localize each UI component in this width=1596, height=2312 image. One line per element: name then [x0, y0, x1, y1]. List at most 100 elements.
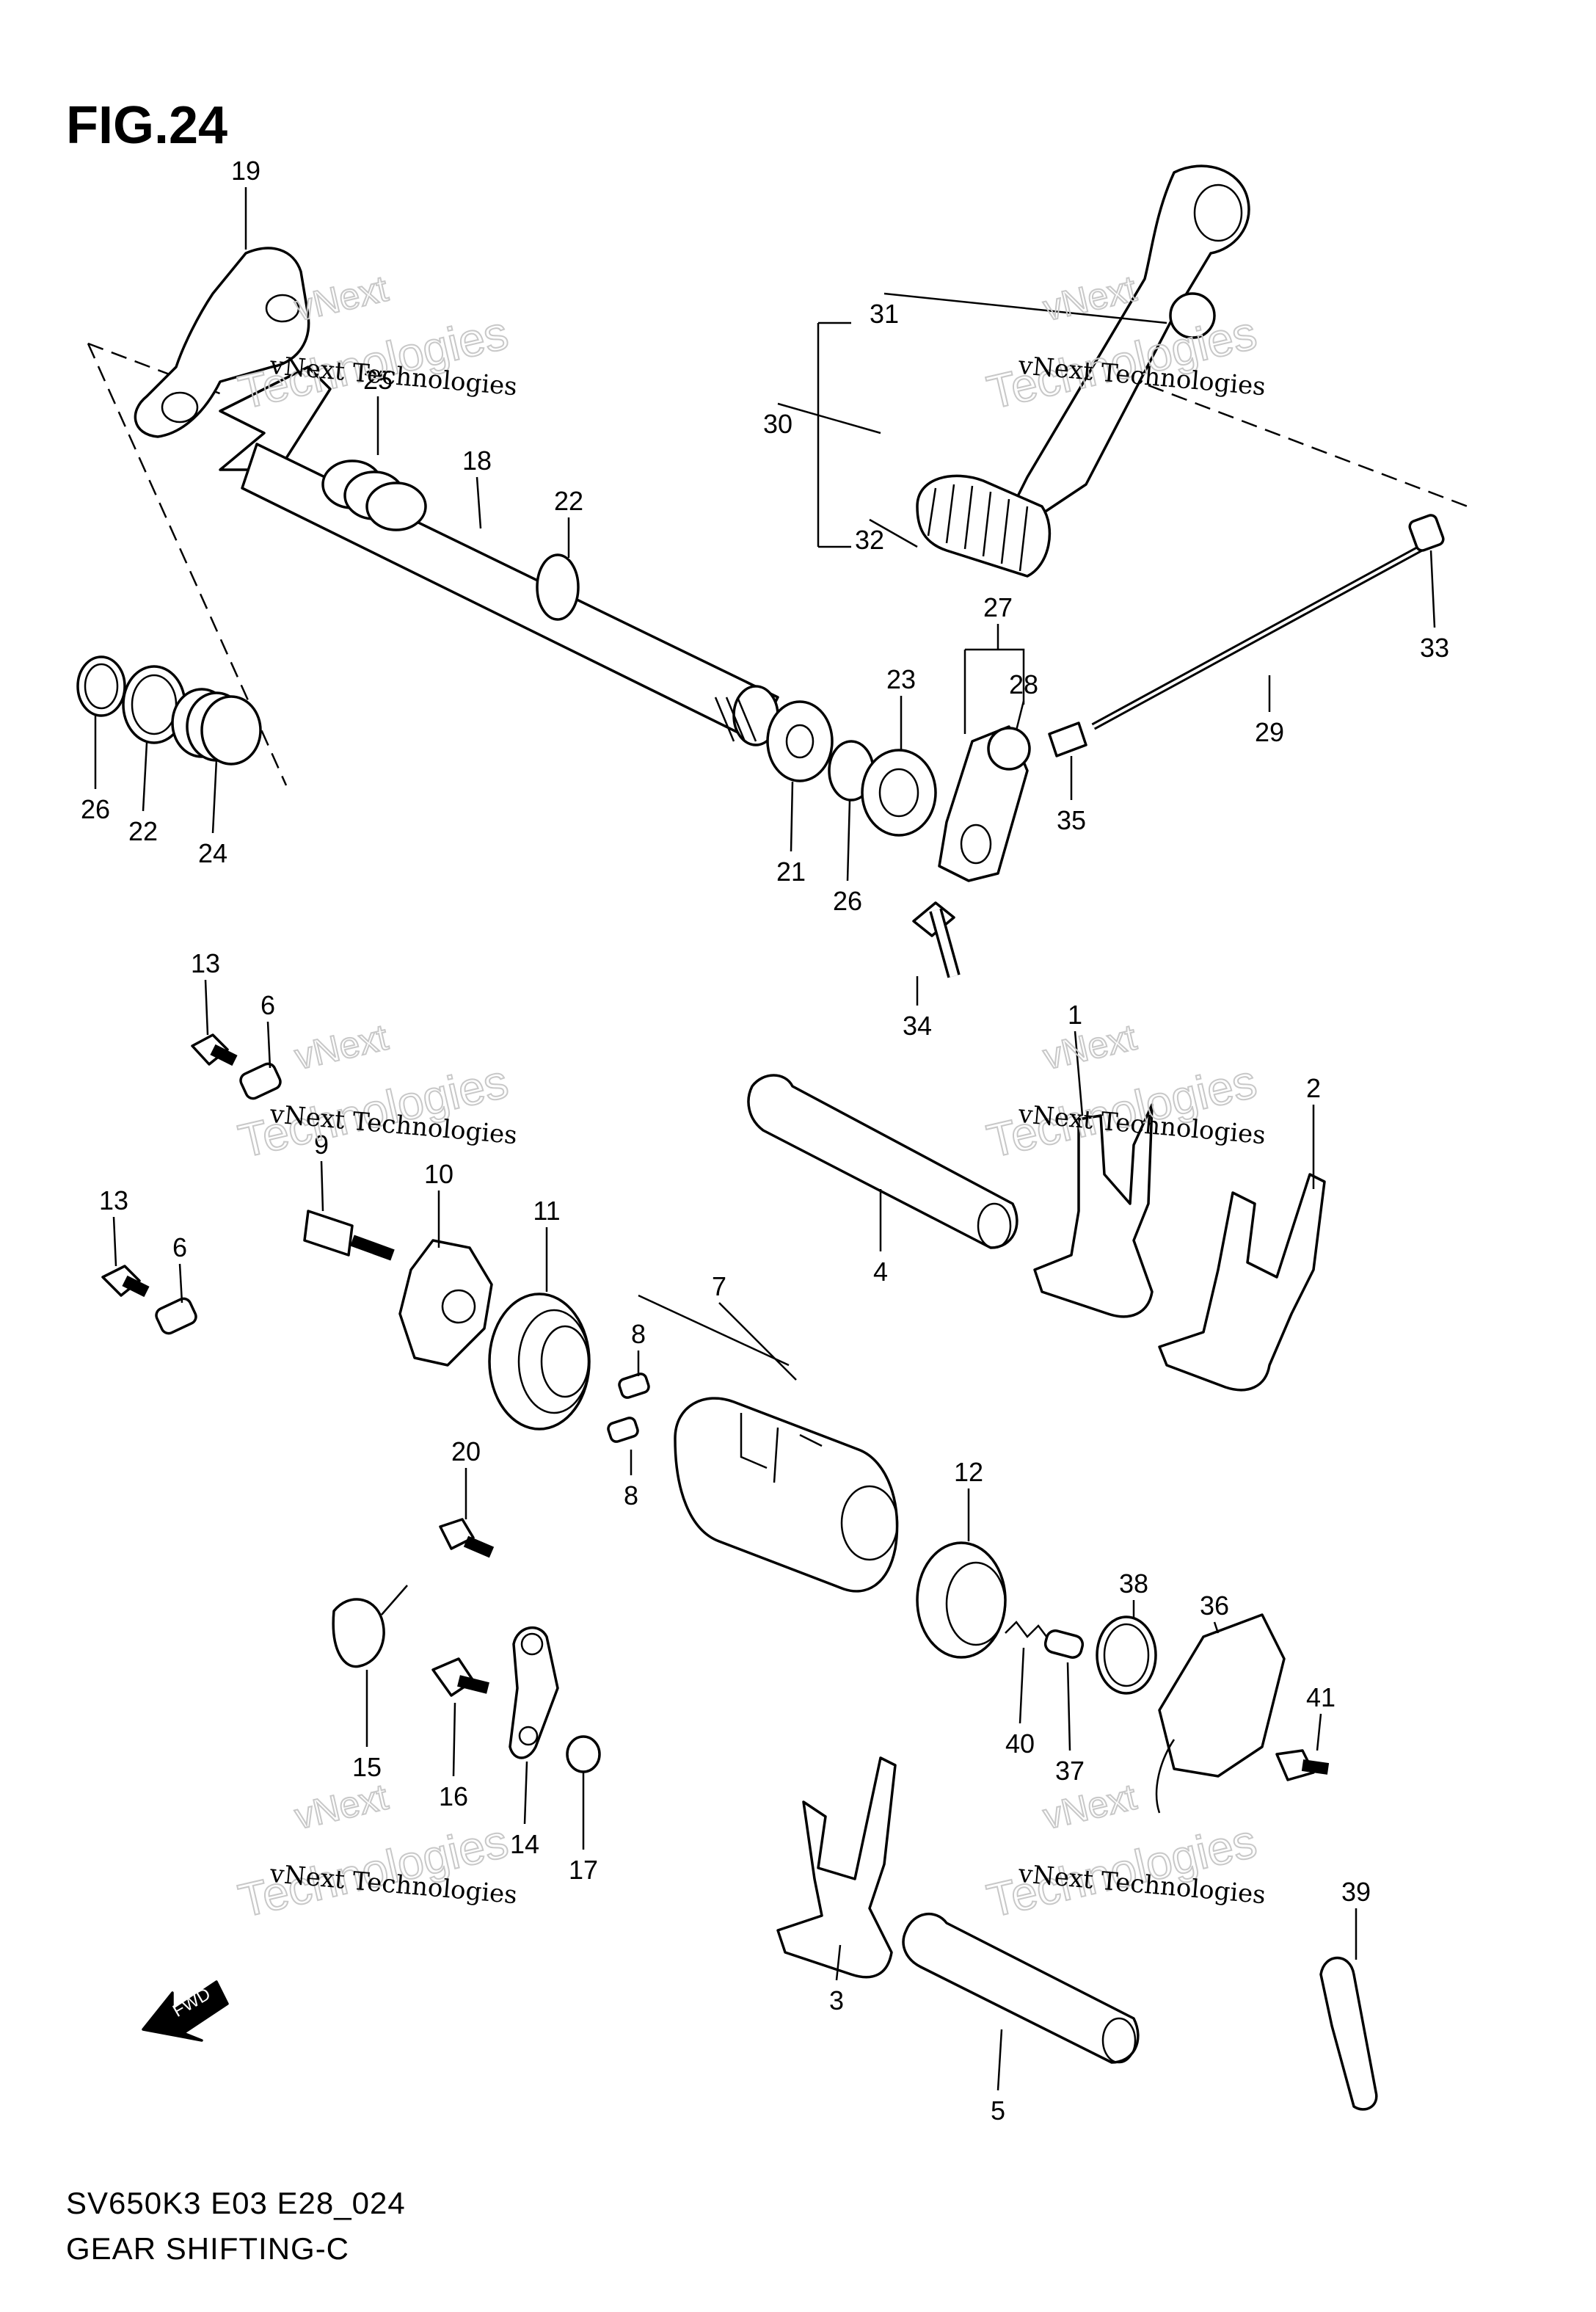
callout-label: 8 — [631, 1319, 646, 1349]
callout-label: 2 — [1306, 1073, 1321, 1103]
leader-line — [1015, 700, 1025, 731]
leader-line — [1316, 1713, 1322, 1751]
callout-label: 34 — [903, 1011, 932, 1041]
figure-title: FIG.24 — [66, 96, 228, 155]
callout-label: 6 — [172, 1232, 187, 1262]
plate-6 — [155, 1297, 197, 1335]
callout-label: 14 — [510, 1829, 539, 1859]
oil-seal-23 — [861, 749, 937, 837]
spring-40 — [1005, 1621, 1050, 1641]
footpeg-rubber — [916, 474, 1052, 578]
shift-lever-plate-hole — [265, 294, 300, 323]
ball-joint-28 — [987, 727, 1031, 771]
callout-label: 19 — [231, 156, 260, 186]
washer-17 — [566, 1735, 601, 1773]
leader-line — [523, 1761, 528, 1825]
callout-label: 22 — [554, 486, 583, 516]
leader-line — [112, 1216, 117, 1267]
shift-drum-7 — [674, 1397, 899, 1593]
callout-label: 3 — [829, 1985, 844, 2015]
callout-label: 31 — [870, 299, 899, 329]
lock-nut-35 — [1048, 721, 1087, 757]
callout-label: 25 — [363, 365, 393, 395]
stopper-arm-14 — [509, 1626, 559, 1759]
callout-label: 23 — [886, 664, 916, 694]
assembly-name: GEAR SHIFTING-C — [66, 2231, 350, 2266]
leader-line — [846, 799, 851, 881]
callout-label: 13 — [99, 1185, 128, 1215]
leader-line — [320, 1160, 324, 1212]
callout-label: 33 — [1420, 633, 1449, 663]
fork-shaft-4 — [747, 1074, 1019, 1249]
callout-label: 9 — [314, 1130, 329, 1160]
leader-line — [835, 1944, 842, 1981]
leader-line — [452, 1702, 456, 1777]
spring — [200, 695, 262, 766]
callout-label: 27 — [983, 592, 1013, 622]
shift-fork-2 — [1158, 1173, 1326, 1392]
gear-position-switch-36 — [1158, 1613, 1286, 1778]
callout-label: 28 — [1009, 669, 1038, 699]
callout-label: 17 — [569, 1855, 598, 1885]
pin-37 — [1043, 1629, 1085, 1660]
callout-label: 40 — [1005, 1728, 1035, 1759]
spring-15 — [332, 1598, 385, 1668]
bracket-line — [817, 321, 851, 548]
stud-20 — [439, 1518, 475, 1550]
leader-line — [790, 781, 794, 852]
callout-label: 11 — [533, 1196, 560, 1226]
callout-label: 12 — [954, 1457, 983, 1487]
callout-label: 1 — [1068, 1000, 1082, 1030]
fwd-arrow-icon — [142, 1980, 229, 2042]
callout-label: 30 — [763, 409, 792, 439]
callout-label: 26 — [833, 886, 862, 916]
leader-line — [266, 1021, 272, 1069]
callout-label: 15 — [352, 1752, 382, 1782]
callout-label: 8 — [624, 1480, 638, 1511]
callout-label: 39 — [1341, 1877, 1371, 1907]
shaft-spring — [365, 481, 427, 531]
bracket-line — [638, 1294, 790, 1367]
pin-8 — [607, 1417, 639, 1443]
svg-text:vNext: vNext — [291, 1776, 391, 1837]
callout-label: 10 — [424, 1159, 453, 1189]
callout-labels: 1234566788910111213131415161718192021222… — [81, 156, 1449, 2126]
callout-label: 7 — [712, 1271, 726, 1301]
callout-label: 26 — [81, 794, 110, 824]
callout-label: 36 — [1200, 1591, 1229, 1621]
callout-label: 13 — [191, 948, 220, 978]
washer-21 — [766, 700, 834, 782]
leader-line — [475, 476, 482, 529]
callout-label: 35 — [1057, 805, 1086, 835]
callout-label: 38 — [1119, 1568, 1148, 1599]
model-code: SV650K3 E03 E28_024 — [66, 2186, 406, 2220]
lever-bolt-31 — [1169, 292, 1216, 339]
screw-13 — [191, 1033, 229, 1066]
svg-text:vNext: vNext — [291, 268, 391, 329]
callout-label: 6 — [260, 990, 275, 1020]
leader-line — [1019, 1647, 1025, 1724]
callout-label: 18 — [462, 446, 492, 476]
callout-label: 32 — [855, 525, 884, 555]
shift-lever-plate-hole — [161, 391, 199, 423]
clamp-39 — [1319, 1956, 1378, 2111]
leader-line — [1213, 1621, 1220, 1634]
callout-label: 21 — [776, 857, 806, 887]
callout-label: 24 — [198, 838, 227, 868]
shift-fork-3 — [776, 1756, 897, 1979]
shaft-washer — [536, 553, 580, 621]
plate-6 — [239, 1062, 282, 1100]
gearshift-lever — [1011, 164, 1250, 515]
leader-line — [777, 402, 881, 435]
leader-line — [718, 1302, 797, 1381]
callout-label: 22 — [128, 816, 158, 846]
leader-line — [1066, 1662, 1071, 1751]
leader-line — [869, 518, 918, 548]
shift-lever-plate — [134, 247, 310, 438]
link-dash-line — [1148, 384, 1468, 508]
leader-line — [1074, 1030, 1084, 1116]
callout-label: 5 — [991, 2095, 1005, 2126]
callout-label: 37 — [1055, 1756, 1085, 1786]
